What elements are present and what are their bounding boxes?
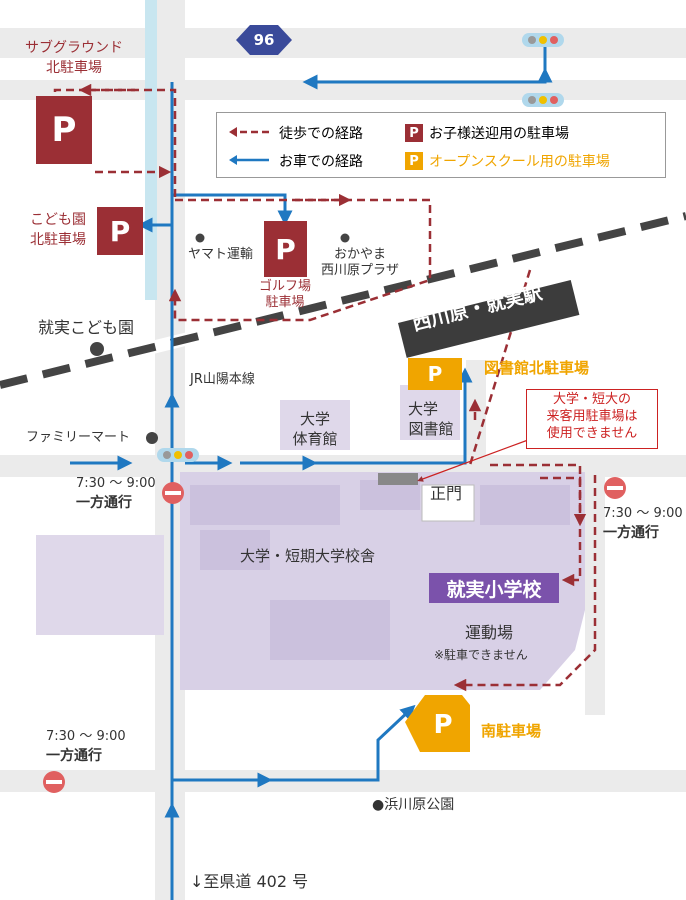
route-96-label: 96 [253, 31, 275, 49]
river [145, 0, 157, 300]
one-way-label-2: 一方通行 [603, 525, 659, 541]
station-sign [398, 279, 580, 358]
one-way-label-3: 一方通行 [46, 748, 102, 764]
no-entry-signs [43, 477, 626, 793]
library-label-1: 大学 [407, 400, 438, 418]
car-arrow-icon [229, 155, 269, 165]
visitor-parking-notice: 大学・短大の 来客用駐車場は 使用できません [526, 389, 658, 449]
ground-note: ※駐車できません [434, 648, 528, 662]
legend-walk-route: 徒歩での経路 [279, 126, 363, 142]
park-label: ●浜川原公園 [372, 797, 455, 813]
okayama-label-1: おかやま [333, 247, 386, 262]
library-north-parking-label: 図書館北駐車場 [484, 359, 590, 377]
campus-label: 大学・短期大学校舎 [240, 547, 376, 565]
south-parking-icon: P [433, 710, 453, 740]
sub-ground-north-label-2: 北駐車場 [46, 60, 102, 76]
main-gate-label: 正門 [430, 484, 463, 503]
walk-arrow-icon [229, 127, 269, 137]
library-label-2: 図書館 [408, 420, 454, 438]
okayama-label-2: 西川原プラザ [320, 263, 399, 278]
kodomo-en-label: 就実こども園 [38, 318, 135, 337]
notice-line-1: 大学・短大の [552, 392, 631, 407]
golf-label-2: 駐車場 [265, 295, 305, 310]
south-parking-shape [405, 695, 470, 752]
walk-route [53, 83, 597, 692]
legend-open-school-parking: オープンスクール用の駐車場 [429, 154, 610, 170]
gym-label-1: 大学 [299, 410, 330, 428]
buildings [36, 385, 460, 635]
yamato-label: ヤマト運輸 [188, 247, 254, 262]
open-school-parking-icon: P [405, 152, 423, 170]
legend-parent-parking: お子様送迎用の駐車場 [429, 126, 569, 142]
kodomo-north-label-2: 北駐車場 [30, 232, 86, 248]
gym-label-2: 体育館 [292, 430, 338, 448]
library-north-parking-icon: P [408, 358, 462, 390]
landmark-dots [90, 233, 350, 444]
golf-label-1: ゴルフ場 [258, 279, 311, 294]
south-parking-label: 南駐車場 [481, 722, 542, 740]
family-mart-label: ファミリーマート [26, 430, 131, 445]
one-way-time-3: 7:30 ～ 9:00 [46, 729, 126, 744]
one-way-label-1: 一方通行 [76, 495, 132, 511]
kodomo-north-parking-icon: P [97, 207, 143, 255]
golf-parking-icon: P [264, 221, 307, 277]
one-way-time-1: 7:30 ～ 9:00 [76, 476, 156, 491]
one-way-time-2: 7:30 ～ 9:00 [603, 506, 683, 521]
traffic-lights [157, 33, 564, 462]
sub-ground-north-parking-icon: P [36, 96, 92, 164]
legend-car-route: お車での経路 [279, 154, 363, 170]
prefectural-road-label: ↓至県道 402 号 [190, 872, 309, 891]
ground-label: 運動場 [465, 623, 514, 642]
kodomo-north-label-1: こども園 [30, 212, 86, 228]
notice-line-2: 来客用駐車場は [546, 408, 638, 424]
notice-line-3: 使用できません [546, 425, 638, 441]
jr-line-label: JR山陽本線 [190, 372, 255, 387]
parent-parking-icon: P [405, 124, 423, 142]
route-96-sign [236, 25, 292, 55]
sub-ground-north-label-1: サブグラウンド [25, 40, 123, 56]
map-legend: 徒歩での経路 お車での経路 P お子様送迎用の駐車場 P オープンスクール用の駐… [216, 112, 666, 178]
elementary-school-badge: 就実小学校 [429, 573, 559, 603]
